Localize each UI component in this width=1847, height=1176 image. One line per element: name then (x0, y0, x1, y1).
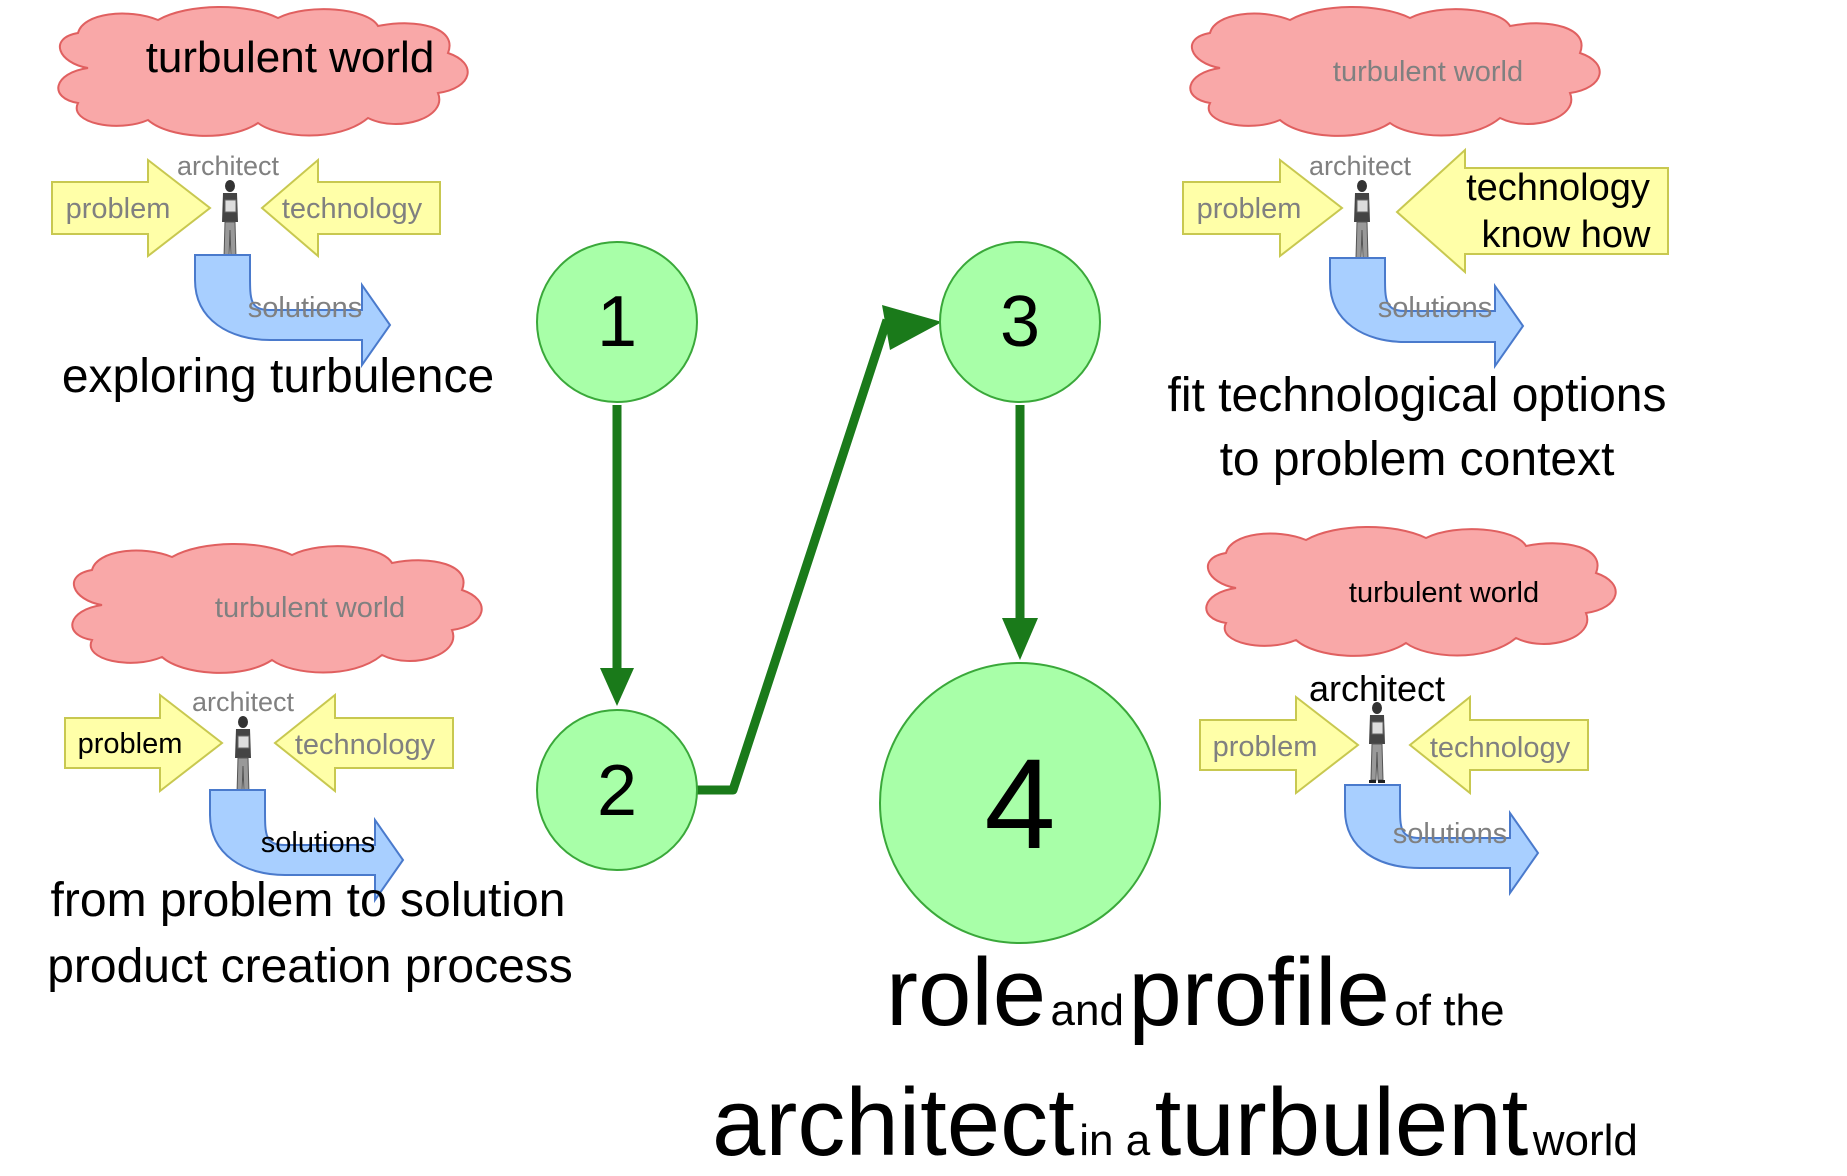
technology-arrow-icon (273, 692, 454, 794)
step-number: 4 (984, 733, 1055, 876)
architect-figure-icon (221, 179, 239, 262)
technology-arrow-icon (1408, 694, 1589, 796)
solutions-label: solutions (261, 827, 375, 859)
step-number: 2 (597, 751, 637, 831)
problem-label: problem (1197, 193, 1302, 225)
solutions-label: solutions (248, 292, 362, 324)
problem-label: problem (1213, 731, 1318, 763)
step-circle-2: 2 (536, 709, 698, 871)
technology-label-2: know how (1482, 214, 1652, 256)
problem-arrow-icon (1199, 694, 1360, 796)
cloud-label: turbulent world (146, 33, 435, 82)
problem-arrow-icon (64, 692, 224, 794)
panel-role-and-profile: turbulent world architect problem techno… (1199, 525, 1617, 897)
caption-line-2: product creation process (47, 940, 573, 993)
architect-figure-icon (1353, 179, 1371, 262)
caption-line-1: from problem to solution (51, 874, 566, 927)
flow-arrows (600, 305, 1038, 795)
panel-fit-technological-options: turbulent world architect problem techno… (1168, 5, 1669, 486)
caption-line-2: to problem context (1220, 433, 1615, 486)
solutions-arrow-icon (1344, 784, 1540, 897)
architect-label: architect (177, 151, 280, 181)
caption-line-1: fit technological options (1168, 369, 1667, 422)
problem-label: problem (78, 728, 183, 760)
step-circle-4: 4 (879, 662, 1161, 944)
technology-label: technology (295, 729, 436, 761)
flow-arrowhead (600, 668, 634, 706)
panel-exploring-turbulence: turbulent world architect problem techno… (51, 5, 494, 403)
cloud-label: turbulent world (1349, 577, 1539, 609)
flow-arrowhead (1002, 618, 1038, 660)
technology-label: technology (282, 193, 423, 225)
solutions-label: solutions (1378, 292, 1492, 324)
architect-figure-icon (1368, 701, 1386, 784)
flow-arrowhead (882, 305, 942, 350)
solutions-arrow-icon (209, 789, 405, 904)
solutions-arrow-icon (194, 254, 392, 369)
problem-arrow-icon (51, 157, 212, 259)
step-circle-1: 1 (536, 241, 698, 403)
step-number: 1 (597, 282, 637, 362)
technology-label-1: technology (1466, 167, 1650, 209)
step-number: 3 (1000, 282, 1040, 362)
flow-arrow-2-to-3 (697, 318, 892, 795)
cloud-label: turbulent world (215, 592, 405, 624)
step-circle-3: 3 (939, 241, 1101, 403)
problem-arrow-icon (1182, 157, 1344, 259)
architect-label: architect (1309, 151, 1412, 181)
caption-exploring-turbulence: exploring turbulence (62, 350, 494, 403)
technology-label: technology (1430, 732, 1571, 764)
problem-label: problem (66, 193, 171, 225)
technology-arrow-icon (1395, 147, 1669, 275)
panel-problem-to-solution: turbulent world architect problem techno… (47, 542, 573, 993)
solutions-label: solutions (1393, 818, 1507, 850)
technology-arrow-icon (260, 157, 441, 259)
architect-label: architect (192, 687, 295, 717)
architect-figure-icon (234, 715, 252, 798)
cloud-label: turbulent world (1333, 56, 1523, 88)
solutions-arrow-icon (1329, 257, 1525, 370)
